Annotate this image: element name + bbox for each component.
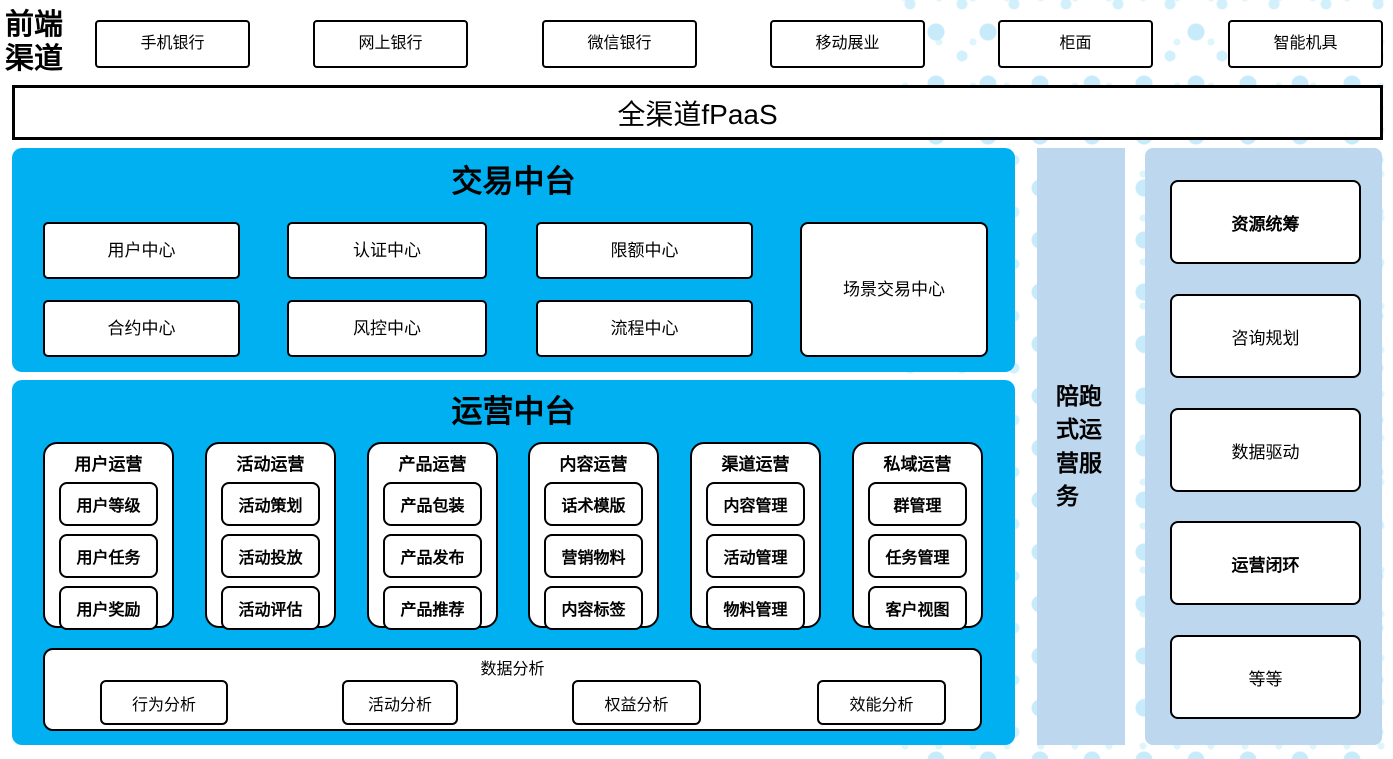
op-item: 用户等级 [59,482,158,526]
op-item: 活动管理 [706,534,805,578]
fpaas-bar: 全渠道fPaaS [12,85,1383,140]
op-item: 群管理 [868,482,967,526]
right-service-panel: 资源统筹 咨询规划 数据驱动 运营闭环 等等 [1145,148,1382,745]
op-item: 用户奖励 [59,586,158,630]
op-item: 内容标签 [544,586,643,630]
op-item: 用户任务 [59,534,158,578]
companion-service-label: 陪跑式运营服务 [1056,382,1102,509]
op-column-title: 产品运营 [398,455,467,474]
trade-box-contract-center: 合约中心 [43,300,240,357]
operation-platform-section: 运营中台 用户运营 用户等级 用户任务 用户奖励 活动运营 活动策划 活动投放 … [12,380,1015,745]
operation-platform-title: 运营中台 [451,394,576,429]
channel-box-online-banking: 网上银行 [313,20,468,68]
analysis-item-efficiency: 效能分析 [817,680,946,725]
op-item: 活动投放 [221,534,320,578]
analysis-item-benefit: 权益分析 [572,680,701,725]
channel-box-mobile-sales: 移动展业 [770,20,925,68]
channel-box-counter: 柜面 [998,20,1153,68]
channel-box-wechat-banking: 微信银行 [542,20,697,68]
service-box-data-driven: 数据驱动 [1170,408,1361,492]
trade-box-user-center: 用户中心 [43,222,240,279]
op-column-product-operation: 产品运营 产品包装 产品发布 产品推荐 [367,442,498,630]
op-item: 话术模版 [544,482,643,526]
op-column-title: 用户运营 [74,455,143,474]
analysis-item-activity: 活动分析 [342,680,458,725]
trade-box-process-center: 流程中心 [536,300,753,357]
trade-box-limit-center: 限额中心 [536,222,753,279]
op-item: 活动策划 [221,482,320,526]
channel-box-smart-devices: 智能机具 [1228,20,1383,68]
service-box-etc: 等等 [1170,635,1361,719]
companion-service-bar: 陪跑式运营服务 [1037,148,1125,745]
op-column-activity-operation: 活动运营 活动策划 活动投放 活动评估 [205,442,336,630]
op-item: 产品发布 [383,534,482,578]
op-item: 营销物料 [544,534,643,578]
op-column-title: 渠道运营 [721,455,790,474]
trade-box-scene-trade-center: 场景交易中心 [800,222,988,357]
op-item: 物料管理 [706,586,805,630]
op-column-title: 活动运营 [236,455,305,474]
op-column-channel-operation: 渠道运营 内容管理 活动管理 物料管理 [690,442,821,630]
op-item: 内容管理 [706,482,805,526]
op-column-title: 私域运营 [883,455,952,474]
op-column-title: 内容运营 [559,455,628,474]
op-column-content-operation: 内容运营 话术模版 营销物料 内容标签 [528,442,659,630]
front-channel-label: 前端渠道 [5,9,64,76]
analysis-item-behavior: 行为分析 [100,680,228,725]
op-item: 产品推荐 [383,586,482,630]
op-column-user-operation: 用户运营 用户等级 用户任务 用户奖励 [43,442,174,630]
service-box-operation-loop: 运营闭环 [1170,521,1361,605]
data-analysis-box: 数据分析 行为分析 活动分析 权益分析 效能分析 [43,648,982,731]
op-item: 活动评估 [221,586,320,630]
service-box-resource-coordination: 资源统筹 [1170,180,1361,264]
channel-box-mobile-banking: 手机银行 [95,20,250,68]
op-item: 客户视图 [868,586,967,630]
op-item: 任务管理 [868,534,967,578]
trade-box-risk-center: 风控中心 [287,300,487,357]
trade-platform-section: 交易中台 用户中心 认证中心 限额中心 合约中心 风控中心 流程中心 场景交易中… [12,148,1015,372]
trade-box-auth-center: 认证中心 [287,222,487,279]
op-item: 产品包装 [383,482,482,526]
data-analysis-title: 数据分析 [480,661,545,678]
op-column-private-domain-operation: 私域运营 群管理 任务管理 客户视图 [852,442,983,630]
service-box-consulting-planning: 咨询规划 [1170,294,1361,378]
trade-platform-title: 交易中台 [451,164,576,199]
